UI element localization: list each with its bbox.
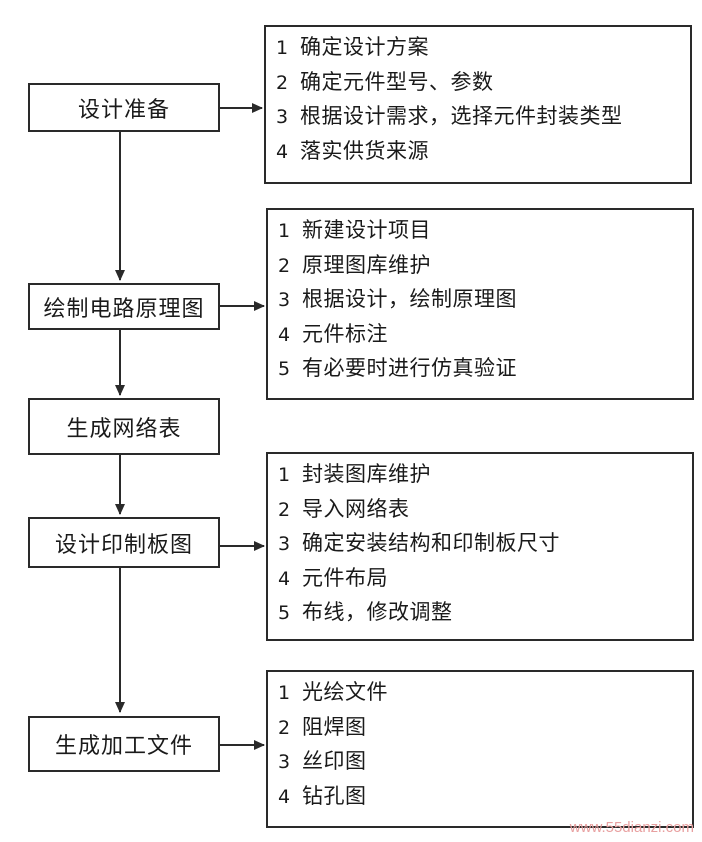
stage-box-manufacturing-files: 生成加工文件 bbox=[28, 716, 220, 772]
stage-label: 生成网络表 bbox=[66, 416, 182, 442]
stage-label: 设计准备 bbox=[77, 97, 170, 123]
stage-label: 绘制电路原理图 bbox=[43, 296, 205, 322]
stage-box-netlist: 生成网络表 bbox=[28, 398, 220, 455]
stage-label: 设计印制板图 bbox=[54, 532, 193, 558]
stage-label: 生成加工文件 bbox=[54, 734, 193, 759]
watermark-text: www.55dianzi.com bbox=[569, 819, 694, 836]
stage-box-draw-schematic: 绘制电路原理图 bbox=[28, 283, 220, 330]
stage-box-design-prep: 设计准备 bbox=[28, 83, 220, 132]
stage-box-pcb-design: 设计印制板图 bbox=[28, 517, 220, 568]
